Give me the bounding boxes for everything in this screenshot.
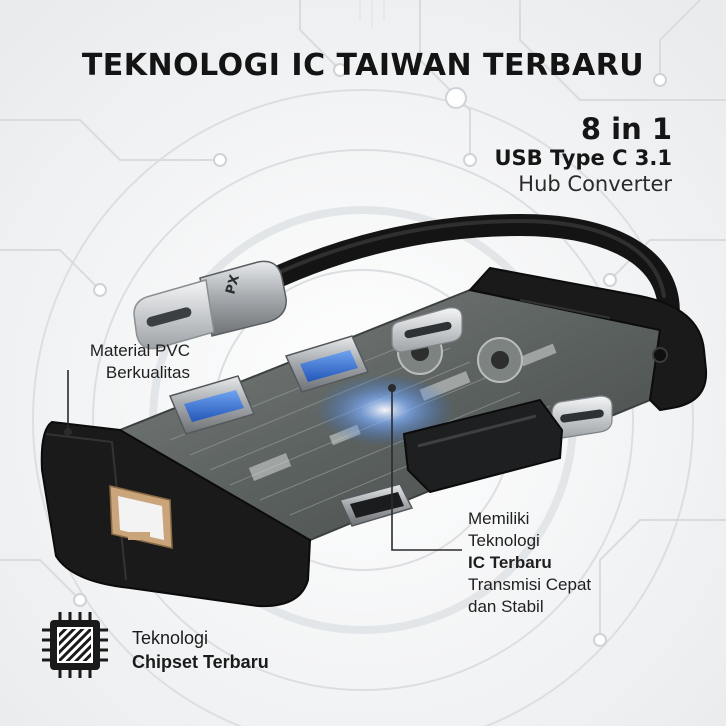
callout-lines: [67, 370, 462, 551]
chipset-line2: Chipset Terbaru: [132, 652, 269, 672]
ethernet-port: [109, 485, 173, 549]
usb-c-port-2: [551, 395, 613, 439]
product-title-sub: Hub Converter: [518, 172, 672, 196]
right-end-cap: [468, 266, 708, 412]
chipset-caption: Teknologi Chipset Terbaru: [132, 626, 269, 674]
callout-ic-line5: dan Stabil: [468, 597, 544, 616]
chipset-line1: Teknologi: [132, 628, 209, 648]
product-title-type: USB Type C 3.1: [494, 146, 672, 170]
chip-icon: [40, 610, 110, 685]
callout-ic-line2: Teknologi: [468, 531, 540, 550]
callout-ic: Memiliki Teknologi IC Terbaru Transmisi …: [468, 508, 591, 618]
usb-c-connector: PX: [133, 260, 287, 350]
callout-material-line2: Berkualitas: [105, 363, 190, 382]
hdmi-port: [338, 483, 414, 527]
cable-logo: PX: [223, 273, 243, 296]
ic-glow: [315, 374, 455, 446]
product-title-count: 8 in 1: [580, 112, 672, 146]
usb-c-port-1: [391, 307, 463, 353]
usb-a-port-1: [284, 335, 370, 393]
left-end-cap: [40, 420, 312, 608]
callout-material-line1: Material PVC: [89, 341, 190, 360]
callout-ic-line4: Transmisi Cepat: [468, 575, 592, 594]
usb-a-port-2: [168, 375, 256, 435]
callout-ic-line1: Memiliki: [468, 509, 530, 528]
headline: TEKNOLOGI IC TAIWAN TERBARU: [81, 48, 645, 83]
card-reader-slot: [402, 398, 564, 494]
callout-material: Material PVC Berkualitas: [60, 340, 190, 384]
callout-ic-line3: IC Terbaru: [468, 553, 552, 572]
